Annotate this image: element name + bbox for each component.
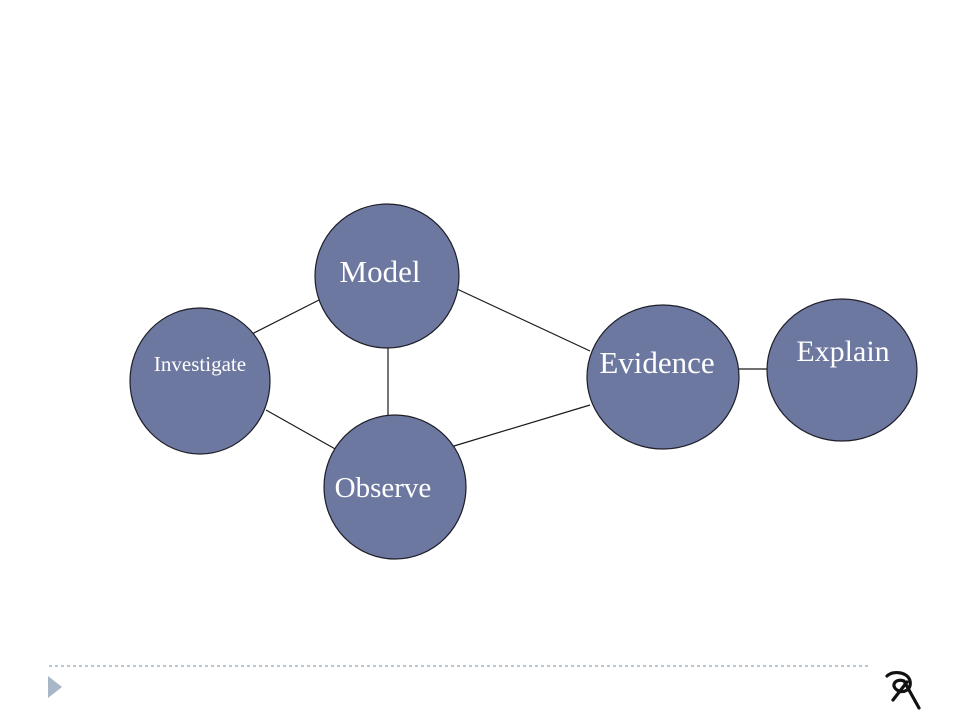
node-explain-circle <box>766 298 918 442</box>
node-investigate-label: Investigate <box>154 352 246 376</box>
node-observe: Observe <box>323 414 467 560</box>
node-explain-label: Explain <box>796 335 889 368</box>
node-evidence-circle <box>586 304 740 450</box>
node-observe-label: Observe <box>335 472 432 504</box>
node-model-circle <box>314 203 460 349</box>
swirl-logo-icon <box>885 670 921 710</box>
edge-observe-evidence <box>453 404 591 447</box>
node-observe-circle <box>323 414 467 560</box>
node-model-label: Model <box>340 254 421 289</box>
node-investigate-circle <box>129 307 271 455</box>
node-evidence-label: Evidence <box>599 345 714 380</box>
edge-model-evidence <box>456 288 591 352</box>
node-model: Model <box>314 203 460 349</box>
slide-footer <box>48 665 921 710</box>
triangle-right-icon <box>48 676 62 698</box>
node-explain: Explain <box>766 298 918 442</box>
node-investigate: Investigate <box>129 307 271 455</box>
node-evidence: Evidence <box>586 304 740 450</box>
diagram-edges <box>251 288 767 451</box>
edge-investigate-model <box>251 299 320 335</box>
edge-investigate-observe <box>265 409 338 451</box>
